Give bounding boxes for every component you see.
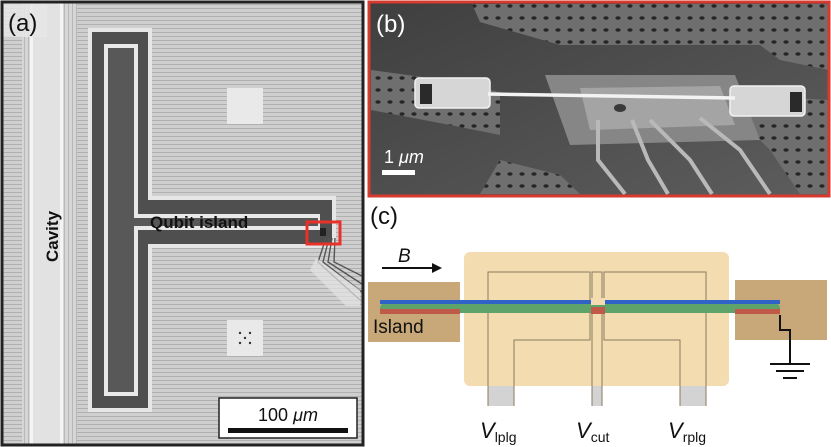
- panel-a: (a) Cavity Qubit island 100 μm: [0, 0, 365, 447]
- marker-pad-top: [227, 88, 263, 124]
- scalebar-bar-b: [382, 170, 415, 175]
- ground-plane-top: [472, 4, 829, 70]
- ground-plane-right: [740, 95, 829, 194]
- panel-b: 1 μm (b): [367, 0, 831, 198]
- cut-gap-sem: [614, 104, 626, 112]
- nanowire-contact-left: [380, 309, 460, 314]
- gate-label-cut-main: V: [576, 418, 593, 443]
- nanowire-sem: [487, 92, 736, 100]
- panel-b-letter: (b): [376, 11, 405, 38]
- panel-c: (c) B Island: [368, 203, 827, 445]
- gate-leads-sem: [596, 116, 772, 196]
- panel-a-letter-bg: [3, 3, 47, 37]
- gate-label-lplg-main: V: [480, 418, 497, 443]
- gate-label-cut: Vcut: [576, 418, 609, 445]
- contact-left-shadow: [420, 84, 432, 104]
- cavity-gap-left: [30, 2, 33, 445]
- lplg-lead-stub: [488, 386, 514, 406]
- nanowire-contact-right: [735, 309, 780, 314]
- gate-label-rplg: Vrplg: [668, 418, 706, 445]
- cavity-label: Cavity: [43, 210, 62, 262]
- scalebar-unit-b: μm: [398, 147, 424, 167]
- panel-a-scalebar: 100 μm: [218, 397, 358, 439]
- gate-label-rplg-sub: rplg: [683, 429, 706, 445]
- nanowire-cut-region: [591, 307, 605, 314]
- nanowire-cut-gap: [591, 298, 605, 305]
- marker-dots: [238, 331, 252, 345]
- island-label: Island: [373, 317, 424, 338]
- scalebar-label-a: 100 μm: [258, 405, 318, 425]
- gate-region-schematic: [464, 252, 729, 386]
- scalebar-bar: [228, 428, 348, 433]
- contact-right-shadow: [790, 92, 802, 112]
- gate-fanout-pad: [310, 258, 360, 306]
- qubit-island-label: Qubit island: [150, 213, 248, 232]
- cavity-ground-right: [63, 2, 77, 445]
- rplg-lead-stub: [680, 386, 706, 406]
- scalebar-label-b: 1 μm: [384, 147, 424, 167]
- inset-marker-box: [305, 220, 342, 246]
- nanowire-shell-left: [380, 300, 592, 304]
- nanowire-shell-right: [604, 300, 780, 304]
- qubit-island-shape: [88, 28, 336, 412]
- cut-lead-stub: [592, 386, 602, 406]
- panel-c-letter: (c): [370, 203, 398, 230]
- field-label: B: [398, 246, 411, 267]
- gate-label-cut-sub: cut: [591, 429, 610, 445]
- scalebar-unit-a: μm: [292, 405, 318, 425]
- gate-label-rplg-main: V: [668, 418, 685, 443]
- cavity-gap-right: [60, 2, 63, 445]
- scalebar-value-b: 1: [384, 147, 394, 167]
- contact-right: [729, 85, 806, 117]
- panel-b-frame: [367, 0, 831, 198]
- ground-plane-bottom: [480, 160, 580, 194]
- field-arrow-head: [432, 263, 442, 273]
- gate-label-lplg-sub: lplg: [495, 429, 517, 445]
- gate-label-lplg: Vlplg: [480, 418, 516, 445]
- nanowire-core: [380, 303, 780, 313]
- ground-icon: [770, 315, 810, 379]
- dielectric-sem: [580, 86, 735, 130]
- panel-a-frame: [0, 0, 365, 447]
- panel-a-letter: (a): [8, 10, 37, 37]
- scalebar-value-a: 100: [258, 405, 288, 425]
- cavity-center-conductor: [33, 2, 60, 445]
- nanowire-schematic: [380, 298, 780, 314]
- junction-region: [320, 228, 326, 236]
